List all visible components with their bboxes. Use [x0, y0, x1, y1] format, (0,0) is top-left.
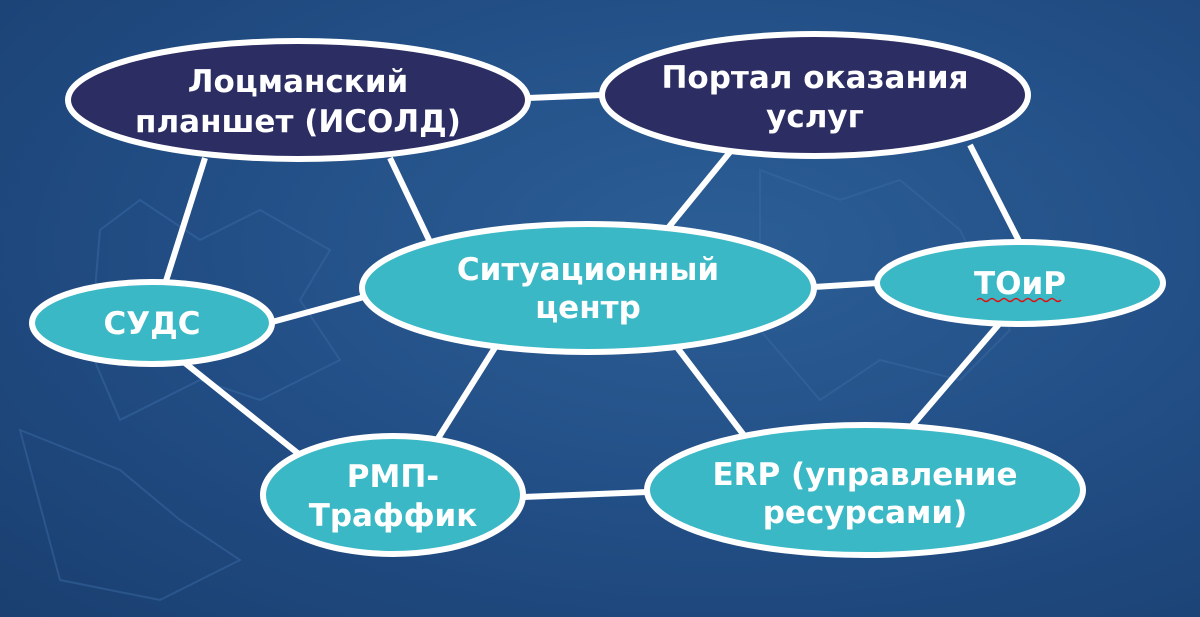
node-label: ТОиР — [974, 266, 1066, 302]
node-toir[interactable]: ТОиР — [874, 239, 1166, 327]
spellcheck-underline — [976, 297, 1062, 303]
edge-pilot-suds — [162, 157, 208, 285]
node-label: планшет (ИСОЛД) — [135, 104, 461, 140]
edge-toir-erp — [907, 321, 1003, 430]
node-label: СУДС — [103, 306, 200, 342]
node-label: услуг — [766, 99, 864, 135]
node-label: РМП- — [347, 459, 439, 495]
edge-rmp-erp — [522, 489, 648, 500]
node-label: Портал оказания — [661, 60, 968, 96]
edge-suds-center — [271, 294, 365, 325]
node-label: ERP (управление — [713, 457, 1018, 493]
node-rmp-traffic[interactable]: РМП- Траффик — [260, 433, 526, 557]
node-label: Лоцманский — [188, 64, 409, 100]
edge-center-erp — [673, 344, 749, 440]
edge-center-rmp — [434, 344, 499, 442]
node-suds[interactable]: СУДС — [29, 279, 275, 367]
edge-pilot-portal — [527, 92, 603, 101]
edge-pilot-center — [387, 156, 433, 244]
edge-portal-toir — [967, 143, 1023, 245]
edge-suds-rmp — [183, 360, 302, 458]
node-label: ресурсами) — [763, 495, 968, 531]
edges — [162, 92, 1023, 500]
background-map-decoration — [18, 168, 1012, 602]
node-label: Траффик — [309, 498, 478, 534]
edge-center-toir — [813, 280, 879, 290]
node-label: Ситуационный — [457, 252, 719, 288]
node-erp[interactable]: ERP (управление ресурсами) — [644, 422, 1086, 558]
node-service-portal[interactable]: Портал оказания услуг — [599, 31, 1031, 159]
node-situation-center[interactable]: Ситуационный центр — [359, 221, 817, 355]
node-pilot-tablet[interactable]: Лоцманский планшет (ИСОЛД) — [65, 38, 531, 162]
node-label: центр — [535, 290, 641, 326]
edge-portal-center — [665, 150, 733, 230]
